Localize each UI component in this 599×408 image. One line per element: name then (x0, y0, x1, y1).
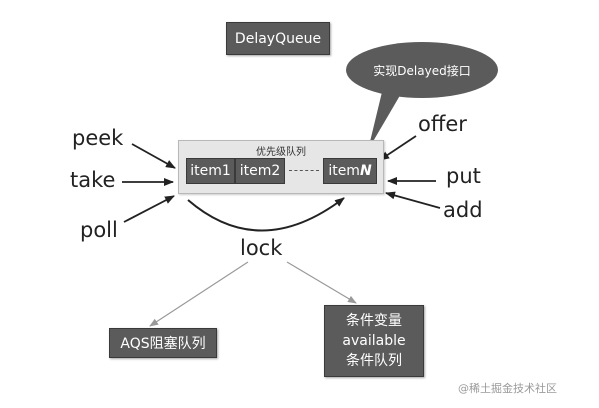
op-take: take (70, 168, 116, 192)
op-add: add (443, 198, 483, 222)
poll-arrow (123, 195, 175, 223)
watermark: @稀土掘金技术社区 (458, 382, 557, 395)
last-item-suffix: N (359, 163, 372, 179)
lock-to-aqs-arrow (149, 261, 249, 327)
aqs-queue-box: AQS阻塞队列 (109, 328, 217, 358)
add-arrow (385, 191, 441, 209)
offer-arrow (379, 135, 417, 161)
condition-line-3: 条件队列 (346, 353, 402, 369)
lock-to-condition-arrow (286, 261, 357, 304)
queue-item: item2 (235, 158, 285, 184)
callout-bubble (346, 42, 498, 150)
ellipsis-dots (289, 170, 319, 171)
priority-queue-label: 优先级队列 (256, 147, 306, 158)
op-offer: offer (418, 112, 467, 136)
queue-item: item1 (186, 158, 235, 184)
op-peek: peek (72, 126, 124, 150)
last-item-prefix: item (328, 163, 360, 179)
delayqueue-title: DelayQueue (226, 22, 330, 55)
op-put: put (446, 164, 481, 188)
condition-line-2: available (342, 333, 406, 349)
lock-label: lock (240, 236, 283, 260)
callout-text: 实现Delayed接口 (373, 63, 471, 78)
curve-arrow (187, 197, 345, 232)
condition-box: 条件变量 available 条件队列 (324, 305, 424, 377)
condition-line-1: 条件变量 (346, 313, 402, 329)
op-poll: poll (80, 218, 118, 242)
peek-arrow (131, 143, 176, 169)
